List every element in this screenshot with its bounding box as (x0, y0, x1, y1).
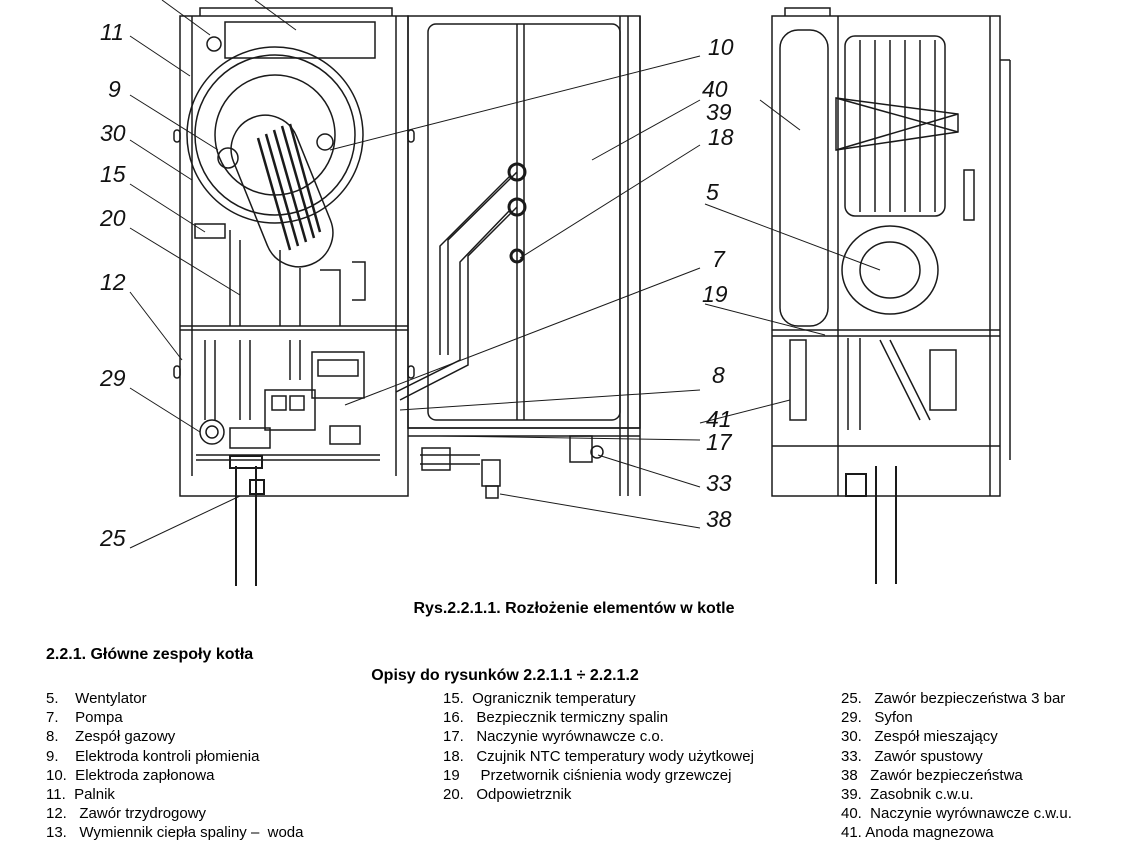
callout-29: 29 (99, 365, 126, 391)
callout-12: 12 (100, 269, 126, 295)
legend-column-1: 5. Wentylator 7. Pompa 8. Zespół gazowy … (46, 689, 304, 843)
heat-exchanger (230, 114, 334, 268)
side-heat-exchanger (835, 35, 959, 217)
legend-item: 9. Elektroda kontroli płomienia (46, 747, 260, 765)
drain-hose (229, 455, 265, 586)
callout-38: 38 (706, 506, 732, 532)
legend-item: 11. Palnik (46, 785, 115, 803)
legend-item: 18. Czujnik NTC temperatury wody użytkow… (443, 747, 754, 765)
callout-20: 20 (99, 205, 126, 231)
legend-item: 8. Zespół gazowy (46, 728, 176, 746)
fan (841, 225, 939, 315)
callout-19: 19 (702, 281, 728, 307)
side-drain-hose (845, 466, 897, 584)
legend-item: 41. Anoda magnezowa (841, 824, 994, 842)
legend-subheading: Opisy do rysunków 2.2.1.1 ÷ 2.2.1.2 (371, 667, 639, 684)
callout-5: 5 (706, 179, 719, 205)
expansion-vessel (779, 29, 829, 327)
legend-column-3: 25. Zawór bezpieczeństwa 3 bar 29. Syfon… (841, 689, 1072, 843)
callout-10: 10 (708, 34, 734, 60)
legend-item: 20. Odpowietrznik (443, 785, 572, 803)
callout-40: 40 (702, 76, 728, 102)
legend-item: 15. Ogranicznik temperatury (443, 690, 636, 707)
callout-41: 41 (706, 406, 732, 432)
callout-9: 9 (108, 76, 121, 102)
legend-item: 25. Zawór bezpieczeństwa 3 bar (841, 690, 1066, 707)
leader-lines (129, 0, 881, 549)
legend-item: 7. Pompa (46, 709, 123, 727)
callout-17: 17 (706, 429, 733, 455)
legend-item: 12. Zawór trzydrogowy (46, 805, 207, 823)
callout-39: 39 (706, 99, 732, 125)
callout-25: 25 (99, 525, 126, 551)
legend-item: 30. Zespół mieszający (841, 728, 998, 746)
callout-33: 33 (706, 470, 732, 496)
figure-caption: Rys.2.2.1.1. Rozłożenie elementów w kotl… (413, 600, 735, 617)
hot-water-tank (407, 15, 641, 496)
legend-item: 33. Zawór spustowy (841, 747, 983, 765)
boiler-drawing: 11 9 30 15 20 12 29 25 10 40 39 18 5 7 1… (99, 0, 1011, 586)
callout-7: 7 (712, 246, 726, 272)
section-heading: 2.2.1. Główne zespoły kotła (46, 646, 254, 663)
legend-item: 40. Naczynie wyrównawcze c.w.u. (841, 805, 1072, 823)
legend-item: 16. Bezpiecznik termiczny spalin (443, 709, 669, 727)
gas-valve-assembly (264, 351, 365, 431)
callout-11: 11 (100, 19, 124, 45)
legend-item: 29. Syfon (841, 709, 913, 727)
legend-item: 10. Elektroda zapłonowa (46, 766, 215, 784)
legend-item: 38 Zawór bezpieczeństwa (841, 766, 1023, 784)
callout-8: 8 (712, 362, 725, 388)
legend-item: 19 Przetwornik ciśnienia wody grzewczej (443, 766, 732, 784)
legend-item: 39. Zasobnik c.w.u. (841, 785, 974, 803)
legend-item: 5. Wentylator (46, 690, 147, 707)
callout-labels: 11 9 30 15 20 12 29 25 10 40 39 18 5 7 1… (99, 19, 734, 551)
legend-item: 17. Naczynie wyrównawcze c.o. (443, 728, 664, 746)
legend-column-2: 15. Ogranicznik temperatury 16. Bezpiecz… (443, 689, 754, 804)
callout-18: 18 (708, 124, 734, 150)
callout-15: 15 (100, 161, 126, 187)
side-view (771, 7, 1011, 584)
burner (186, 36, 364, 224)
front-view (173, 7, 641, 586)
legend-item: 13. Wymiennik ciepła spaliny – woda (46, 824, 304, 842)
callout-30: 30 (100, 120, 126, 146)
